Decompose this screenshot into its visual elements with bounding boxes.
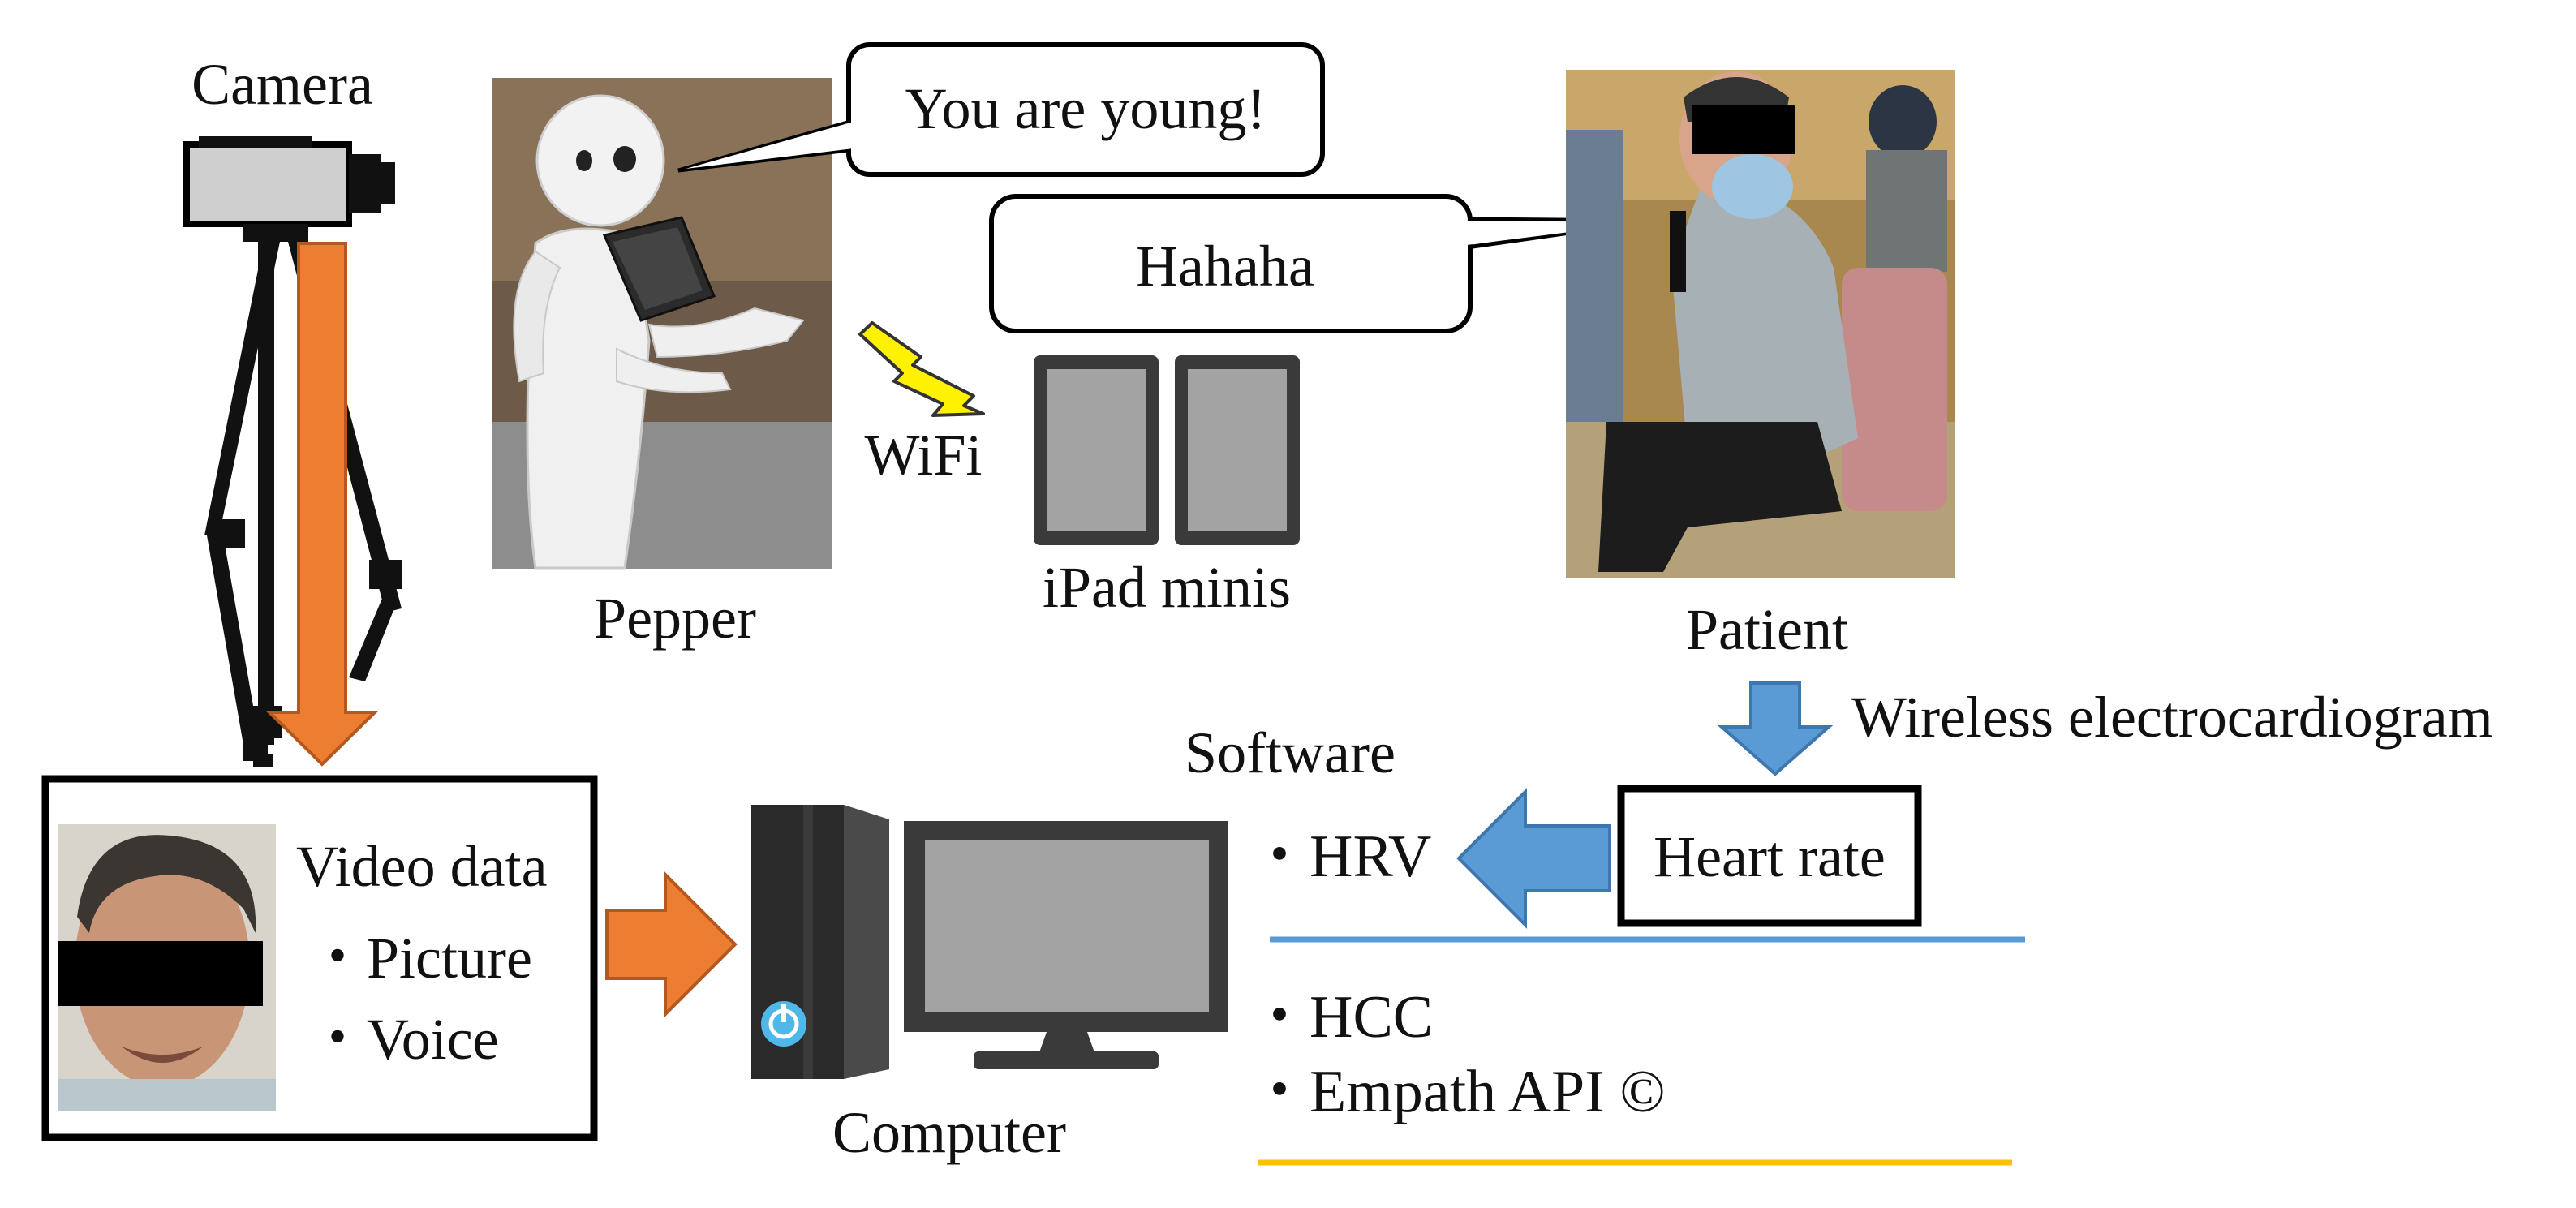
software-label: Software bbox=[1185, 720, 1396, 785]
patient-to-heartrate-arrow bbox=[1717, 681, 1834, 776]
heart-rate-label: Heart rate bbox=[1654, 824, 1886, 889]
camera-to-video-arrow bbox=[265, 242, 379, 767]
camera-label: Camera bbox=[191, 52, 373, 117]
ipad-label: iPad minis bbox=[1043, 555, 1291, 620]
software-item-hcc: ・HCC bbox=[1249, 984, 1433, 1051]
camera-icon bbox=[183, 136, 402, 767]
pepper-label: Pepper bbox=[594, 586, 756, 651]
video-item-voice: ・Voice bbox=[308, 1007, 499, 1072]
heart-rate-box bbox=[1617, 785, 1922, 927]
video-item-picture: ・Picture bbox=[308, 926, 532, 991]
pepper-speech-bubble bbox=[677, 42, 1325, 177]
wireless-ecg-label: Wireless electrocardiogram bbox=[1851, 685, 2493, 750]
software-item-hrv: ・HRV bbox=[1249, 823, 1431, 890]
video-to-computer-arrow bbox=[605, 871, 738, 1018]
computer-icon bbox=[751, 805, 1228, 1079]
ipad-minis-icon bbox=[1034, 355, 1300, 545]
pepper-robot-photo bbox=[492, 78, 832, 570]
video-data-label: Video data bbox=[296, 834, 548, 899]
wifi-label: WiFi bbox=[864, 423, 982, 488]
face-censor-bar bbox=[58, 941, 263, 1006]
patient-face-censor-bar bbox=[1692, 105, 1795, 154]
computer-label: Computer bbox=[832, 1100, 1066, 1165]
patient-speech-text: Hahaha bbox=[1136, 234, 1314, 299]
software-item-empath: ・Empath API © bbox=[1249, 1059, 1666, 1125]
patient-label: Patient bbox=[1686, 597, 1848, 662]
patient-speech-bubble bbox=[989, 194, 1656, 333]
heartrate-to-software-arrow bbox=[1456, 788, 1611, 929]
pepper-speech-text: You are young! bbox=[905, 76, 1266, 141]
wifi-bolt-icon bbox=[858, 321, 985, 417]
patient-photo bbox=[1566, 70, 1955, 578]
